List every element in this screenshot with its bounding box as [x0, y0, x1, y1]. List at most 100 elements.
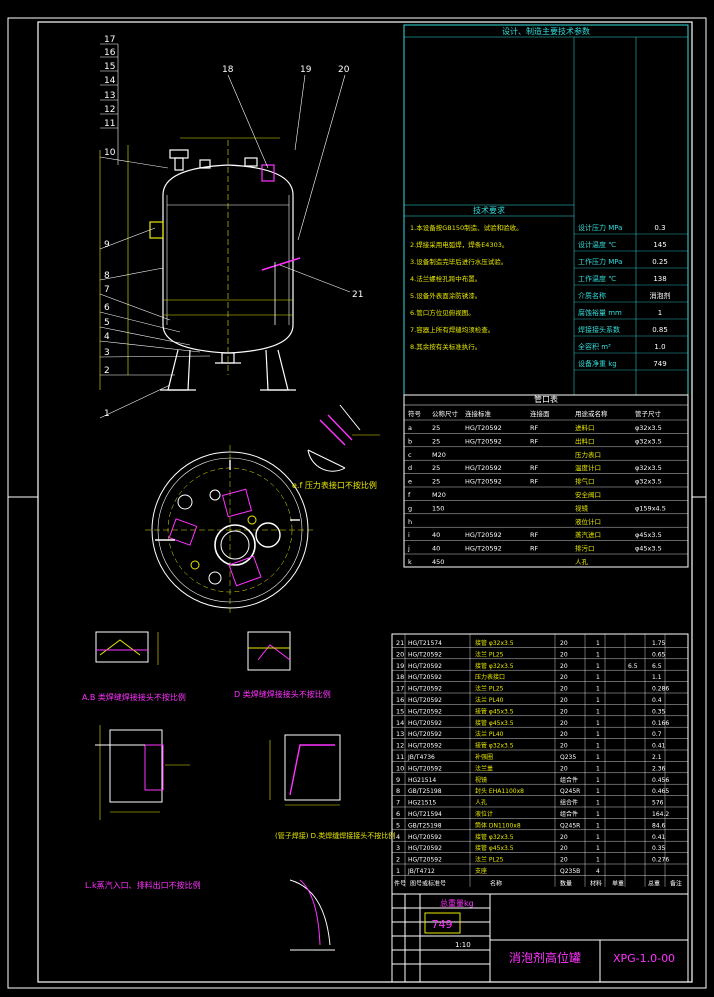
part-standard: HG/T20592: [408, 731, 442, 738]
part-qty: 1: [596, 640, 600, 647]
leader-11: 11: [104, 119, 115, 129]
nozzle-cell: 排污口: [575, 544, 595, 553]
scale-value: 1:10: [455, 941, 471, 949]
part-number: 4: [396, 833, 400, 841]
nozzle-table-header: 管口表: [534, 394, 558, 404]
part-total-weight: 576: [652, 800, 664, 807]
parts-col-header: 单重: [612, 879, 624, 887]
leader-number-labels: 17 16 15 14 13 12 11 10 9 8 7 6 5 4 3 2 …: [104, 35, 363, 419]
nozzle-cell: j: [407, 545, 410, 553]
part-unit-weight: 6.5: [628, 663, 638, 670]
leader-8: 8: [104, 271, 110, 281]
nozzle-cell: 液位计口: [575, 517, 601, 526]
part-name: 法兰 PL25: [475, 856, 504, 864]
requirements-lines: 1.本设备按GB150制造、试验和验收。2.焊接采用电弧焊，焊条E4303。3.…: [410, 223, 523, 351]
detail-d: [247, 631, 291, 671]
part-material: 20: [560, 663, 568, 670]
nozzle-cell: 进料口: [575, 423, 595, 432]
part-material: 20: [560, 708, 568, 715]
tech-row-value: 消泡剂: [650, 291, 671, 300]
part-total-weight: 0.456: [652, 777, 669, 784]
nozzle-cell: 安全阀口: [575, 490, 601, 499]
nozzle-cell: 25: [432, 478, 440, 486]
tech-row-label: 设计温度 ℃: [578, 240, 616, 249]
nozzle-cell: HG/T20592: [465, 437, 502, 445]
part-name: 接管 φ32x3.5: [475, 833, 514, 841]
nozzle-cell: 40: [432, 531, 440, 539]
part-standard: HG/T20592: [408, 674, 442, 681]
requirement-line: 8.其余按有关标准执行。: [410, 342, 481, 351]
nozzle-cell: 温度计口: [575, 463, 601, 472]
part-total-weight: 1.1: [652, 674, 662, 681]
tech-row-value: 0.85: [652, 326, 668, 334]
detail-mid-caption: (管子焊接) D.类焊缝焊接接头不按比例: [275, 831, 395, 840]
part-standard: GB/T25198: [408, 788, 442, 795]
part-material: 20: [560, 651, 568, 658]
requirement-line: 6.管口方位见俯视图。: [410, 308, 475, 317]
tech-row-value: 1.0: [654, 343, 665, 351]
part-total-weight: 0.35: [652, 845, 666, 852]
nozzle-cell: RF: [530, 464, 539, 472]
nozzle-cell: HG/T20592: [465, 531, 502, 539]
nozzle-cell: φ32x3.5: [635, 424, 662, 432]
part-name: 封头 EHA1100x8: [475, 787, 524, 795]
part-total-weight: 2.1: [652, 754, 662, 761]
part-material: 20: [560, 834, 568, 841]
part-number: 13: [396, 730, 404, 738]
part-total-weight: 0.276: [652, 857, 669, 864]
nozzle-cell: b: [408, 437, 412, 445]
nozzle-col-header: 连接标准: [465, 409, 492, 418]
part-name: 接管 φ45x3.5: [475, 844, 514, 852]
part-material: Q245R: [560, 822, 580, 829]
nozzle-cell: 蒸汽进口: [575, 530, 601, 539]
part-standard: HG/T20592: [408, 743, 442, 750]
nozzle-cell: f: [408, 491, 411, 499]
leader-12: 12: [104, 105, 115, 115]
part-material: 20: [560, 731, 568, 738]
part-name: 接管 φ45x3.5: [475, 707, 514, 715]
nozzle-cell: a: [408, 424, 412, 432]
part-material: Q235B: [560, 868, 580, 875]
part-qty: 1: [596, 788, 600, 795]
part-number: 11: [396, 753, 404, 761]
title-block: [391, 893, 689, 983]
part-material: 20: [560, 857, 568, 864]
part-number: 3: [396, 844, 400, 852]
part-standard: HG/T20592: [408, 708, 442, 715]
part-material: 20: [560, 845, 568, 852]
part-name: 接管 φ45x3.5: [475, 719, 514, 727]
tech-row-label: 腐蚀裕量 mm: [578, 308, 622, 317]
leader-lines: [99, 43, 351, 419]
part-material: 组合件: [560, 799, 578, 807]
part-material: 20: [560, 686, 568, 693]
part-name: 液位计: [475, 810, 493, 818]
part-name: 接管 φ32x3.5: [475, 639, 514, 647]
part-material: Q245R: [560, 788, 580, 795]
part-standard: GB/T25198: [408, 822, 442, 829]
part-material: 组合件: [560, 810, 578, 818]
part-number: 9: [396, 776, 400, 784]
drawing-title: 消泡剂高位罐: [509, 950, 581, 965]
leader-16: 16: [104, 48, 116, 58]
part-number: 2: [396, 856, 400, 864]
part-name: 法兰盖: [475, 764, 493, 772]
weight-value: 749: [432, 918, 453, 931]
part-qty: 1: [596, 834, 600, 841]
nozzle-table: [403, 394, 689, 568]
leader-18: 18: [222, 65, 234, 75]
nozzle-col-header: 用途或名称: [575, 409, 608, 418]
tech-row-label: 设备净重 kg: [578, 359, 617, 368]
part-standard: HG21515: [408, 800, 436, 807]
part-number: 10: [396, 764, 404, 772]
nozzle-cell: φ32x3.5: [635, 478, 662, 486]
part-qty: 1: [596, 811, 600, 818]
part-standard: JB/T4736: [407, 754, 435, 761]
nozzle-cell: 25: [432, 424, 440, 432]
nozzle-cell: HG/T20592: [465, 478, 502, 486]
nozzle-cell: d: [408, 464, 412, 472]
nozzle-cell: HG/T20592: [465, 464, 502, 472]
part-name: 人孔: [475, 799, 487, 807]
part-total-weight: 0.41: [652, 743, 666, 750]
